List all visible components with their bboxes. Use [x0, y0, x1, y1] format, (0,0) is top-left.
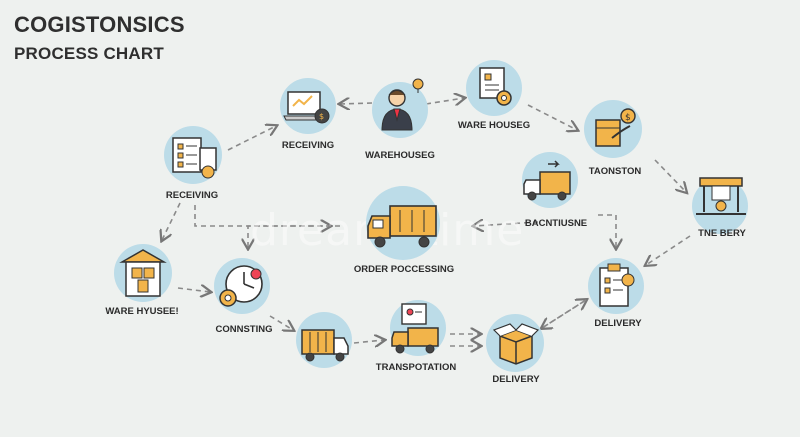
svg-text:$: $: [625, 113, 631, 123]
arrow-receiving-to-warehouse: [162, 202, 181, 240]
open-box-icon: [492, 323, 540, 365]
box-truck-icon: [301, 329, 349, 362]
arrow-consting-to-tranppoesing: [269, 315, 293, 330]
arrow-taonston-to-tnebery: [654, 159, 686, 192]
label-taonston: TAONSTON: [588, 166, 642, 177]
truck-icon: [367, 205, 437, 248]
manager-icon: [381, 78, 424, 131]
clipboard-icon: [599, 263, 635, 307]
warehouse-boxes-icon: [119, 249, 167, 297]
arrow-delivery-to-delivery: [541, 300, 586, 329]
label-consting: CONNSTING: [215, 324, 273, 335]
label-ware-hyusee: WARE HYUSEE!: [105, 306, 179, 317]
label-tne-bery: TNE BERY: [698, 228, 746, 239]
label-delivery-right: DELIVERY: [594, 318, 642, 329]
arrow-tranppoesing-to-transpotation: [353, 340, 384, 343]
box-hand-money-icon: $: [595, 108, 636, 147]
arrow-bacntiusne-to-order: [474, 222, 539, 226]
label-transpotation: TRANSPOTATION: [375, 362, 457, 373]
arrow-tnebery-to-delivery: [646, 235, 691, 265]
arrow-warehouse-to-consting: [177, 288, 210, 292]
arrow-warehouseg2-to-taonston: [527, 104, 577, 130]
label-bacntiusne: BACNTIUSNE: [524, 218, 588, 229]
conveyor-crane-icon: [696, 177, 746, 215]
arrow-receiving-to-receiving-top: [227, 126, 276, 151]
label-receiving-top: RECEIVING: [281, 140, 335, 151]
arrow-warehouseg-to-receiving: [340, 103, 373, 104]
truck-document-icon: [391, 303, 439, 354]
chart-subtitle: PROCESS CHART: [14, 44, 164, 63]
arrow-warehouseg-to-warehouseg2: [425, 98, 464, 104]
checklist-icon: [172, 137, 217, 179]
svg-text:$: $: [319, 112, 324, 121]
label-ware-houseg: WARE HOUSEG: [457, 120, 531, 131]
arrow-order-to-consting: [248, 225, 340, 248]
label-receiving-left: RECEIVING: [165, 190, 219, 201]
laptop-money-icon: $: [283, 91, 330, 124]
delivery-truck-icon: [523, 160, 571, 201]
arrow-bacntiusne-to-delivery: [598, 214, 616, 248]
document-gear-icon: [479, 67, 512, 106]
label-warehouseg: WAREHOUSEG: [365, 150, 435, 161]
label-order-processing: ORDER POCCESSING: [353, 264, 455, 275]
label-delivery-bottom: DELIVERY: [492, 374, 540, 385]
chart-title: COGISTONSICS: [14, 12, 185, 37]
arrow-delivery-to-delivery-back: [542, 299, 587, 328]
clock-gear-icon: [219, 265, 263, 307]
